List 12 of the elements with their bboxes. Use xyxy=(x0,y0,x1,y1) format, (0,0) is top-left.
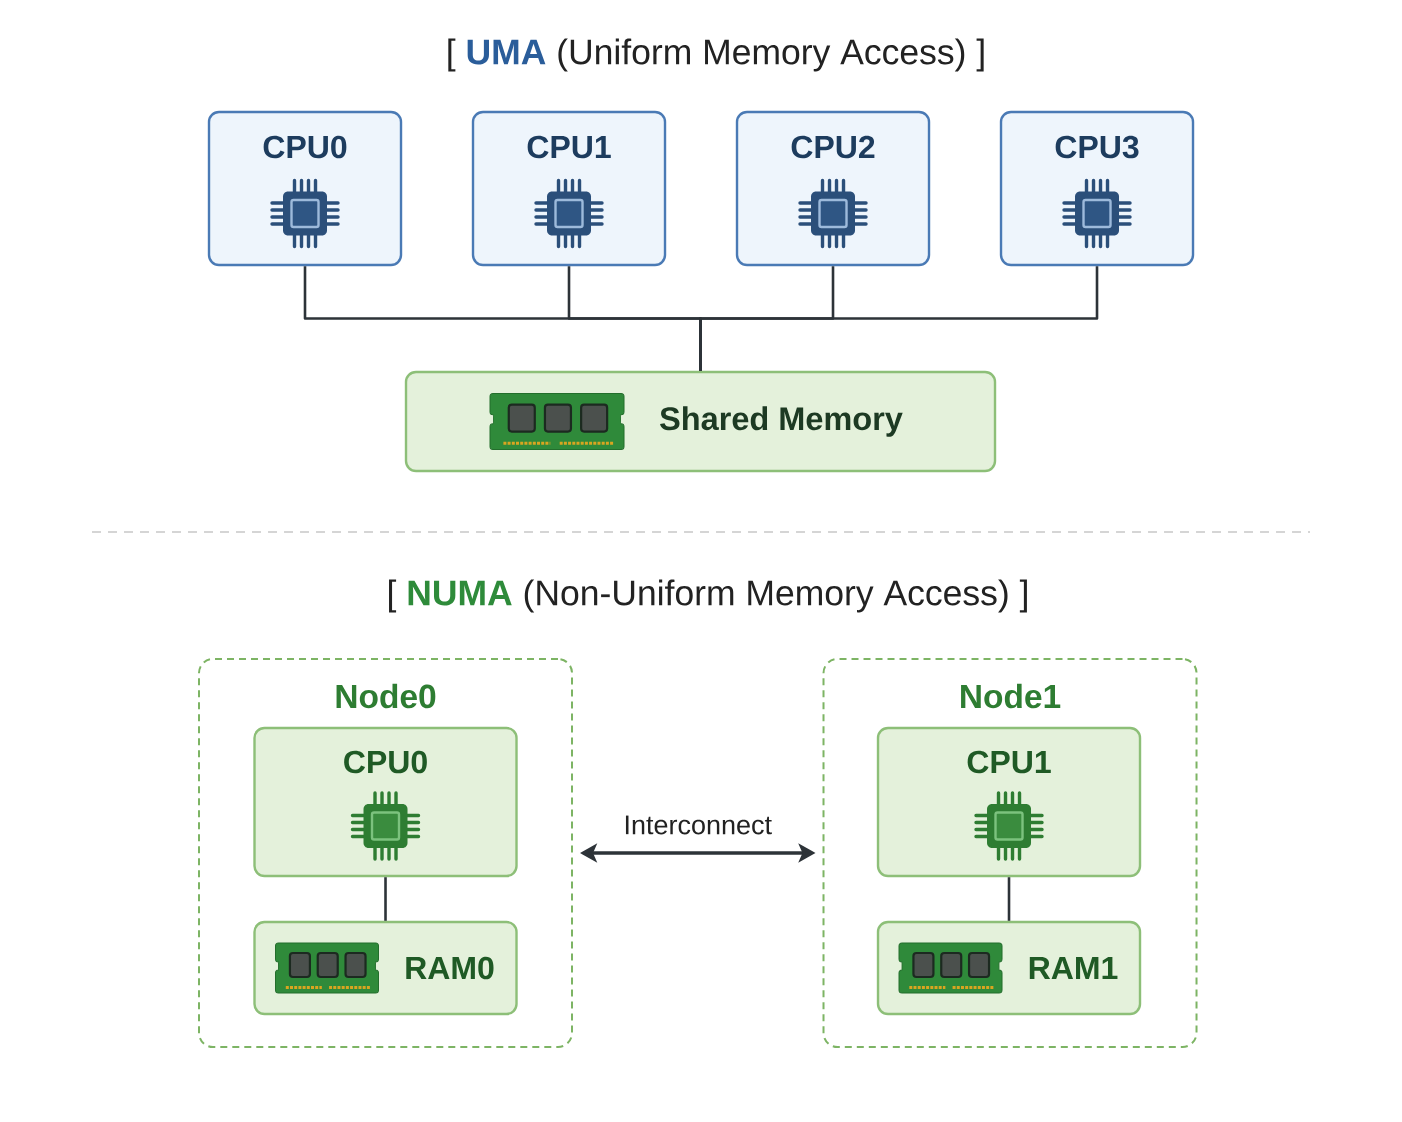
cpu-box: CPU0 xyxy=(253,726,518,878)
edge-label: Interconnect xyxy=(621,813,775,837)
cpu-box: CPU2 xyxy=(735,110,931,267)
cpu-box: CPU1 xyxy=(471,110,667,267)
connector-line xyxy=(699,266,1099,371)
cpu-box: CPU1 xyxy=(876,726,1142,878)
cpu-box: CPU0 xyxy=(207,110,403,267)
cpu-box: CPU3 xyxy=(999,110,1195,267)
section-heading: [ NUMA (Non-Uniform Memory Access) ] xyxy=(389,579,1027,613)
connector-line xyxy=(384,877,387,921)
section-heading: [ UMA (Uniform Memory Access) ] xyxy=(448,38,984,72)
connector-line xyxy=(1007,877,1011,921)
